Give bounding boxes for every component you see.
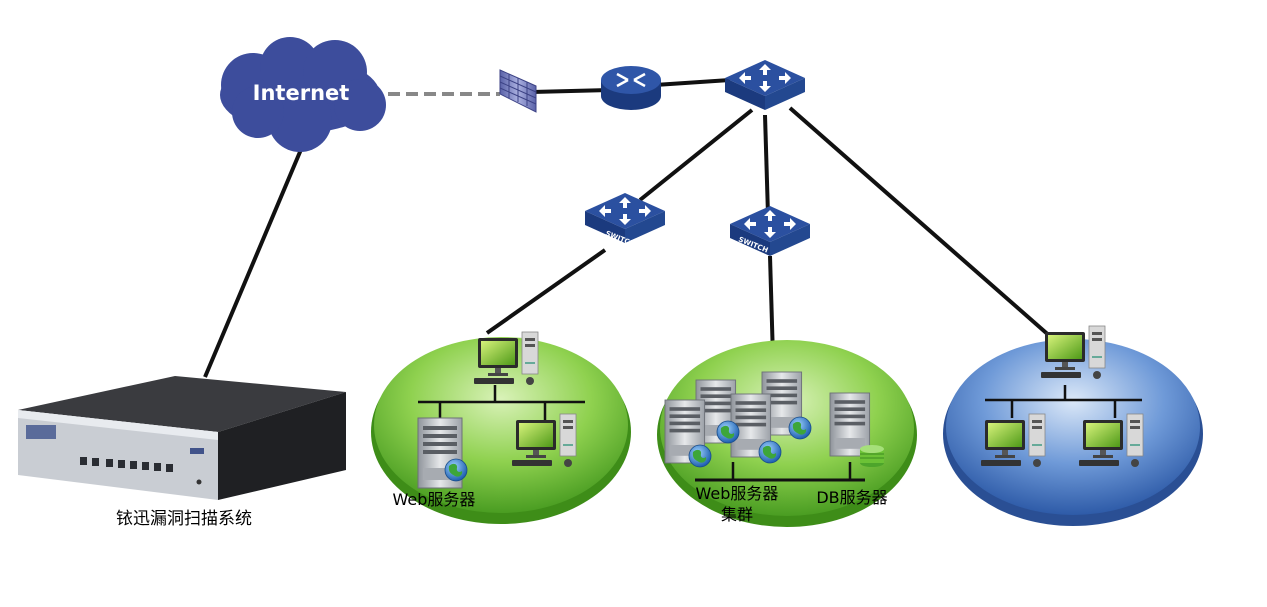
- link-core-blue-zone: [788, 106, 1054, 340]
- link-core-switch-left: [638, 108, 754, 202]
- switch-left-icon: SWITCH: [585, 193, 665, 249]
- scanner-label: 铱迅漏洞扫描系统: [116, 509, 252, 529]
- core-switch-icon: [725, 60, 805, 110]
- link-switch-left-web: [485, 248, 607, 335]
- web-server-zone: [371, 331, 631, 524]
- internet-cloud: Internet: [220, 37, 386, 152]
- globe-icon: [688, 444, 712, 468]
- firewall-icon: [499, 69, 537, 113]
- link-firewall-router: [531, 88, 611, 94]
- link-router-core: [654, 78, 731, 87]
- globe-icon: [444, 458, 468, 482]
- link-core-switch-mid: [763, 114, 770, 216]
- web-cluster-label-line1: Web服务器: [696, 484, 779, 503]
- link-scanner-internet: [203, 139, 307, 378]
- web-cluster-label-line2: 集群: [721, 505, 753, 524]
- globe-icon: [716, 420, 740, 444]
- router-icon: [601, 66, 661, 110]
- database-icon: [860, 445, 884, 467]
- globe-icon: [788, 416, 812, 440]
- web-server-label: Web服务器: [393, 490, 476, 509]
- client-zone: [943, 325, 1203, 526]
- globe-icon: [758, 440, 782, 464]
- links: [203, 78, 1054, 378]
- switch-mid-icon: SWITCH: [730, 206, 810, 256]
- web-cluster-zone: [657, 340, 917, 527]
- db-server-label: DB服务器: [816, 488, 887, 507]
- internet-label: Internet: [253, 81, 350, 105]
- scanner-appliance-icon: [18, 376, 346, 500]
